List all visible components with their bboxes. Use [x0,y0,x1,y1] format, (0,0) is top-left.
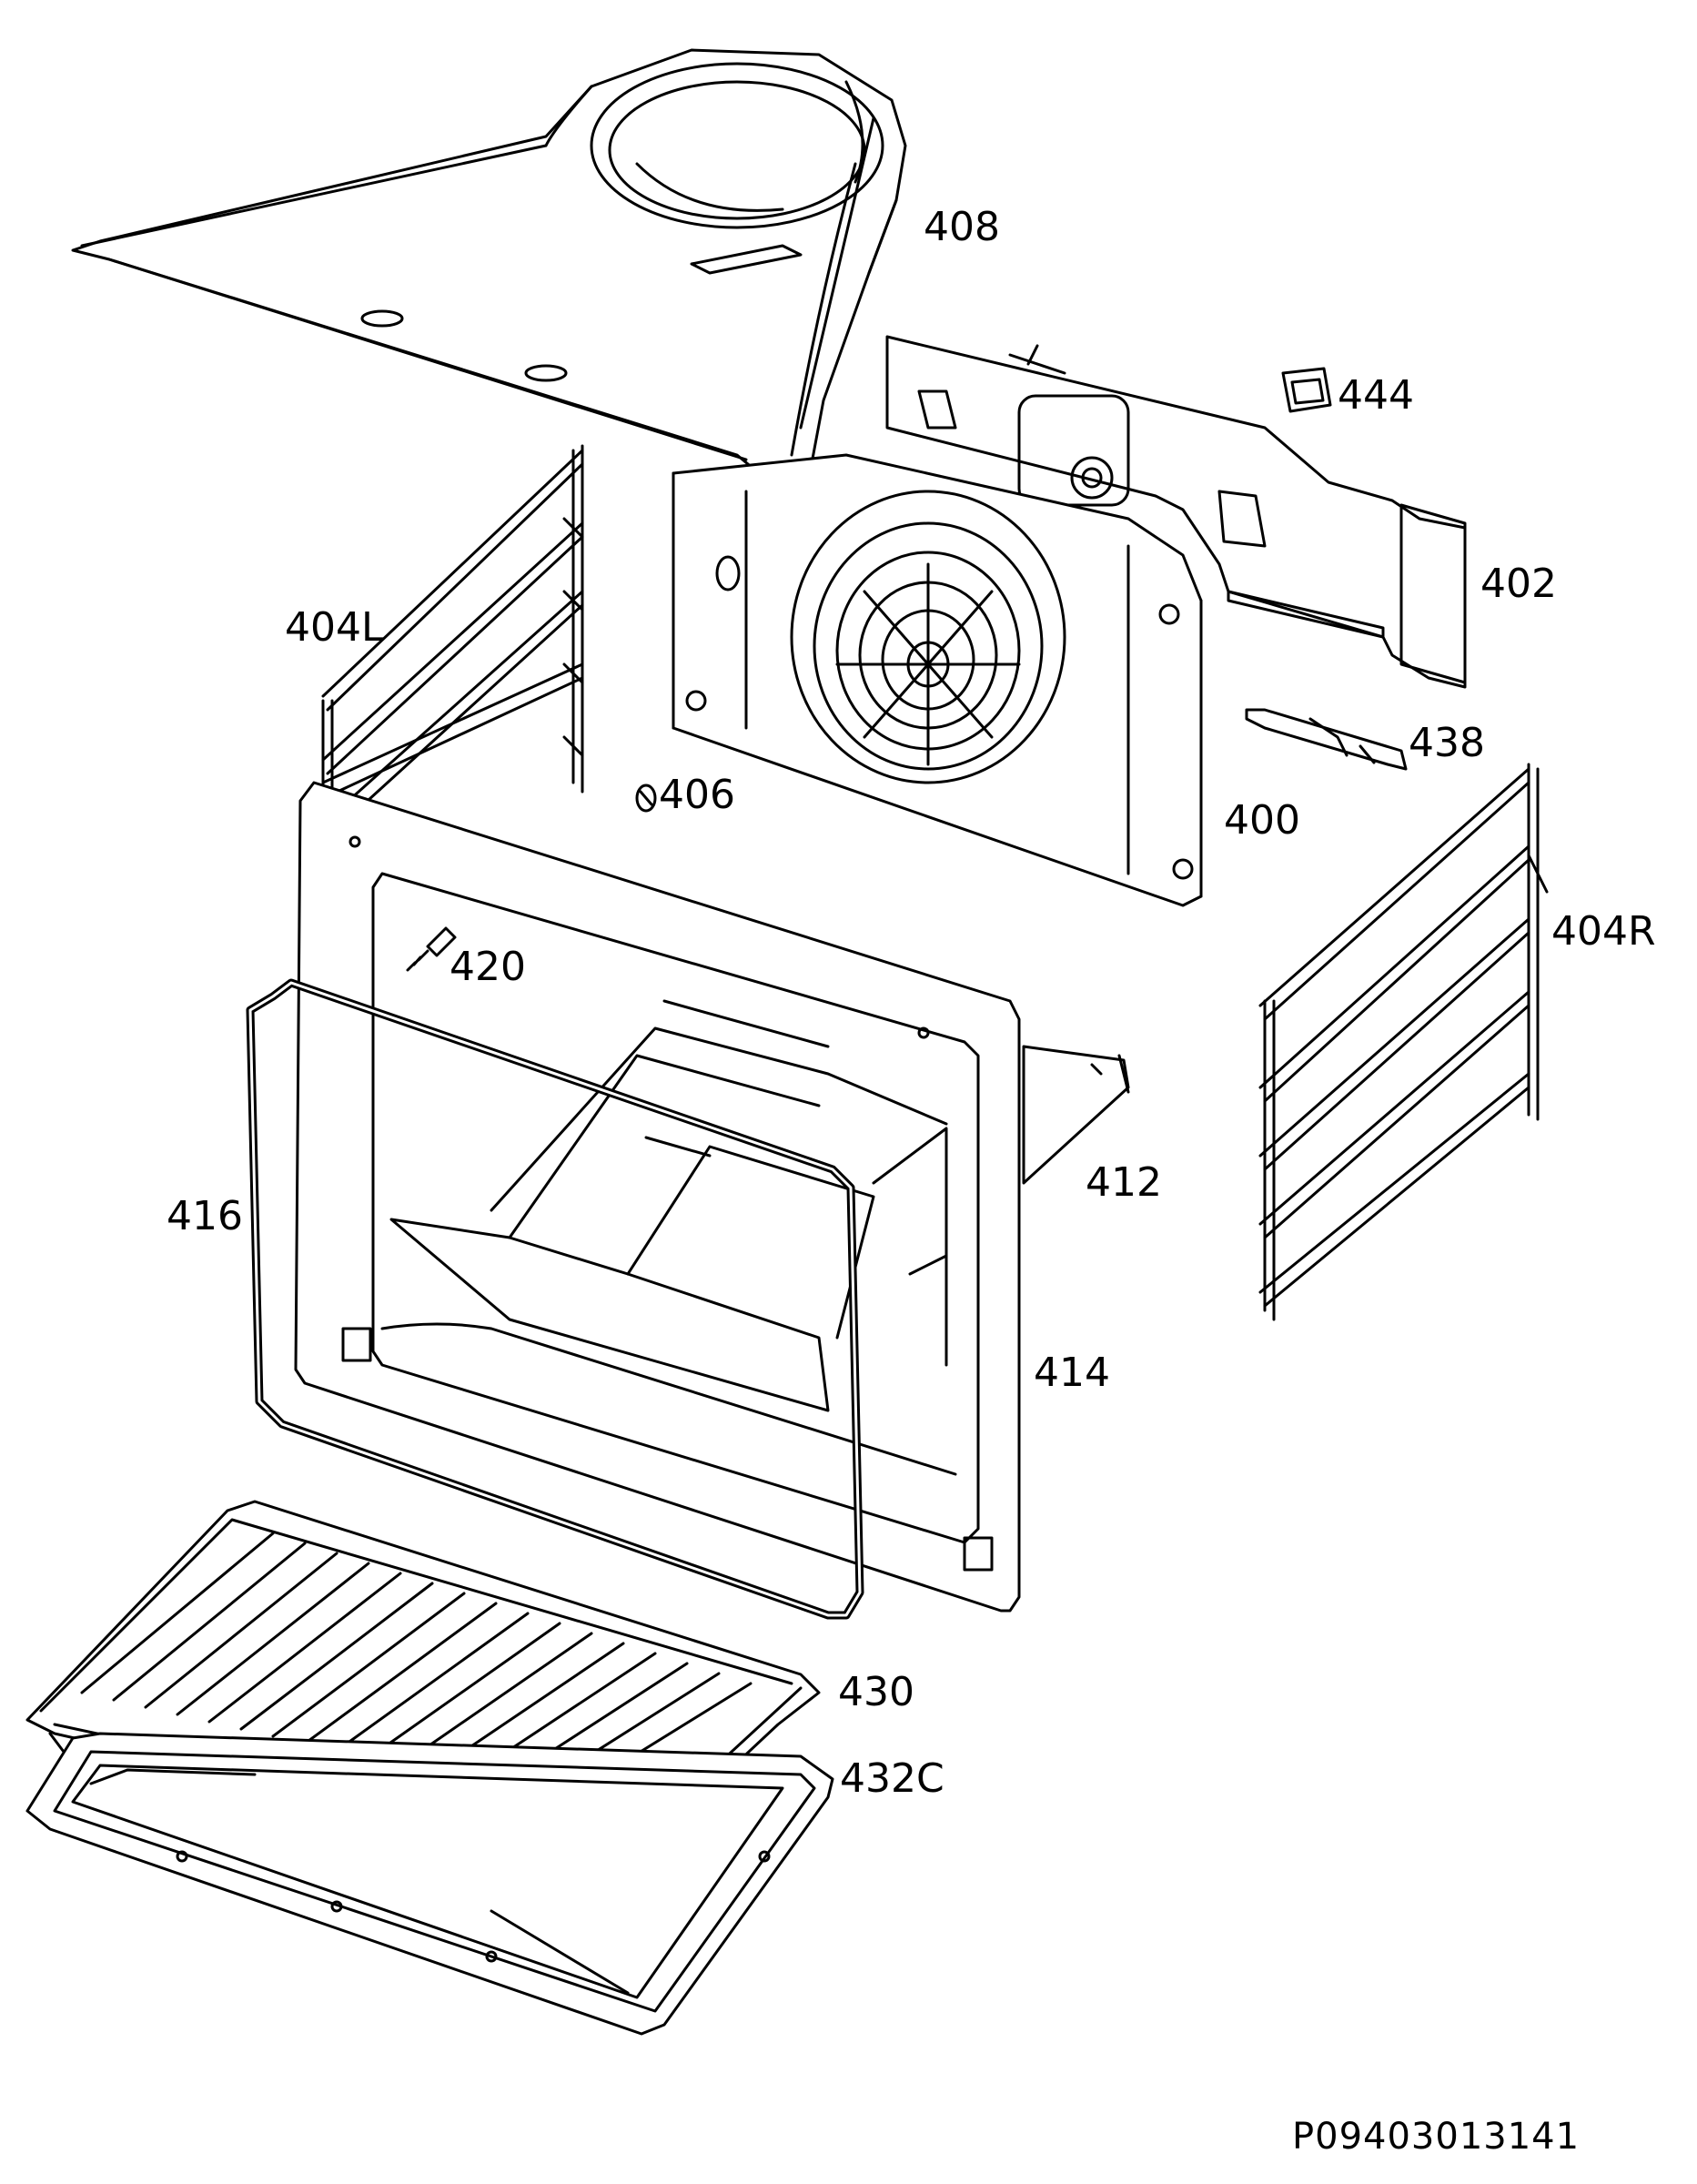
part-404L-left-rack [321,444,584,848]
drawing-reference: P09403013141 [1292,2116,1581,2158]
label-432C: 432C [840,1755,944,1802]
label-444: 444 [1338,372,1414,419]
part-406-screw [635,784,657,813]
label-406: 406 [659,772,735,818]
label-438: 438 [1409,720,1485,766]
label-414: 414 [1034,1350,1110,1396]
part-412-rail [1022,1045,1130,1185]
label-408: 408 [924,204,1000,250]
part-402-rear-plate [885,335,1467,689]
label-404R: 404R [1551,908,1656,955]
part-404R-right-rack [1258,763,1549,1321]
part-416-gasket [246,978,864,1620]
part-414-front-frame [294,781,1021,1613]
label-412: 412 [1086,1159,1162,1206]
label-420: 420 [450,944,526,990]
part-438-bracket [1245,708,1408,771]
part-408-fan-cover [71,48,907,493]
label-430: 430 [838,1669,914,1715]
part-444-clip [1281,367,1332,413]
label-404L: 404L [285,604,384,651]
label-416: 416 [167,1193,243,1239]
label-400: 400 [1224,797,1300,844]
part-420-screw [406,926,457,972]
part-432C-tray [25,1732,834,2036]
label-402: 402 [1480,561,1557,607]
part-400-back-panel [672,453,1203,907]
